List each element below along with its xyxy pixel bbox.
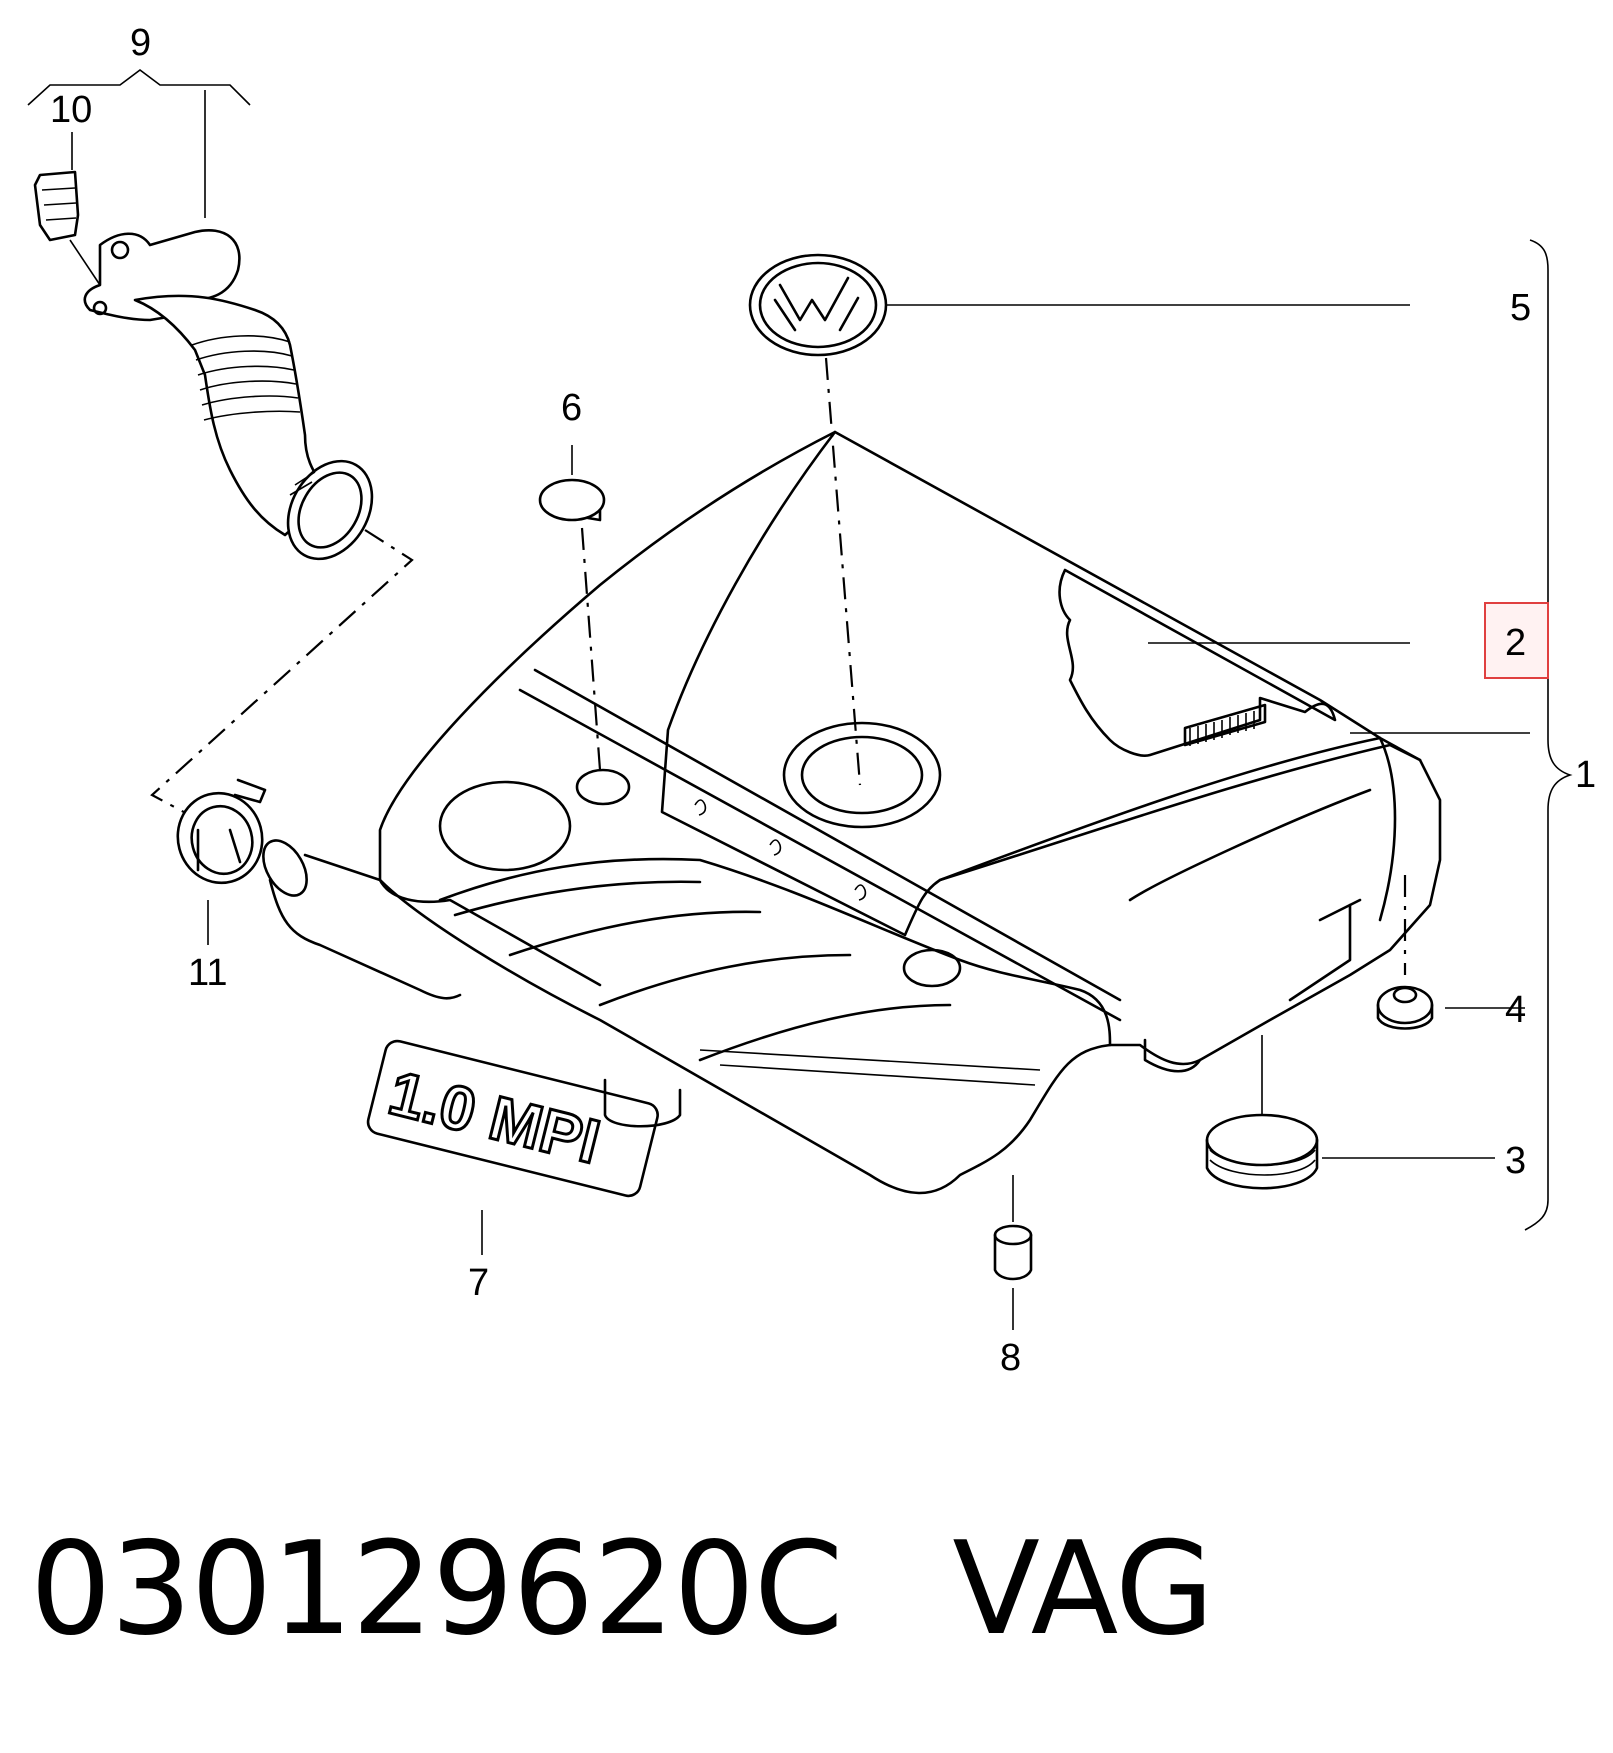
brand-name: VAG	[952, 1515, 1214, 1664]
assembly-brace	[1524, 239, 1573, 1231]
callout-10: 10	[50, 89, 92, 131]
part-number: 030129620C	[30, 1515, 843, 1664]
engine-cover	[262, 430, 1442, 1195]
grommet	[1376, 875, 1525, 1030]
bush	[993, 1175, 1033, 1330]
badge-text: 1.0 MPI	[382, 1059, 606, 1178]
callout-9: 9	[130, 22, 151, 64]
callout-6: 6	[561, 387, 582, 429]
insulation-hatch	[1183, 703, 1267, 747]
callout-8: 8	[1000, 1337, 1021, 1379]
spring-sleeve	[1205, 1035, 1495, 1190]
callout-4: 4	[1505, 989, 1526, 1031]
callout-3: 3	[1505, 1140, 1526, 1182]
vw-emblem	[748, 253, 1410, 786]
part-caption: 030129620C VAG	[30, 1515, 1214, 1664]
callout-7: 7	[468, 1262, 489, 1304]
callout-5: 5	[1510, 287, 1531, 329]
cover-cap	[538, 445, 606, 771]
callout-1: 1	[1575, 754, 1596, 796]
callout-11: 11	[188, 952, 227, 994]
breather-hose	[27, 69, 414, 819]
exploded-parts-diagram: 1.0 MPI 1 2 3 4 5 6 7	[27, 22, 1596, 1379]
badge-1-0-mpi: 1.0 MPI	[366, 1039, 659, 1198]
highlight-box-2	[1484, 602, 1549, 679]
hose-clamp	[176, 778, 267, 945]
callout-2[interactable]: 2	[1505, 622, 1526, 664]
